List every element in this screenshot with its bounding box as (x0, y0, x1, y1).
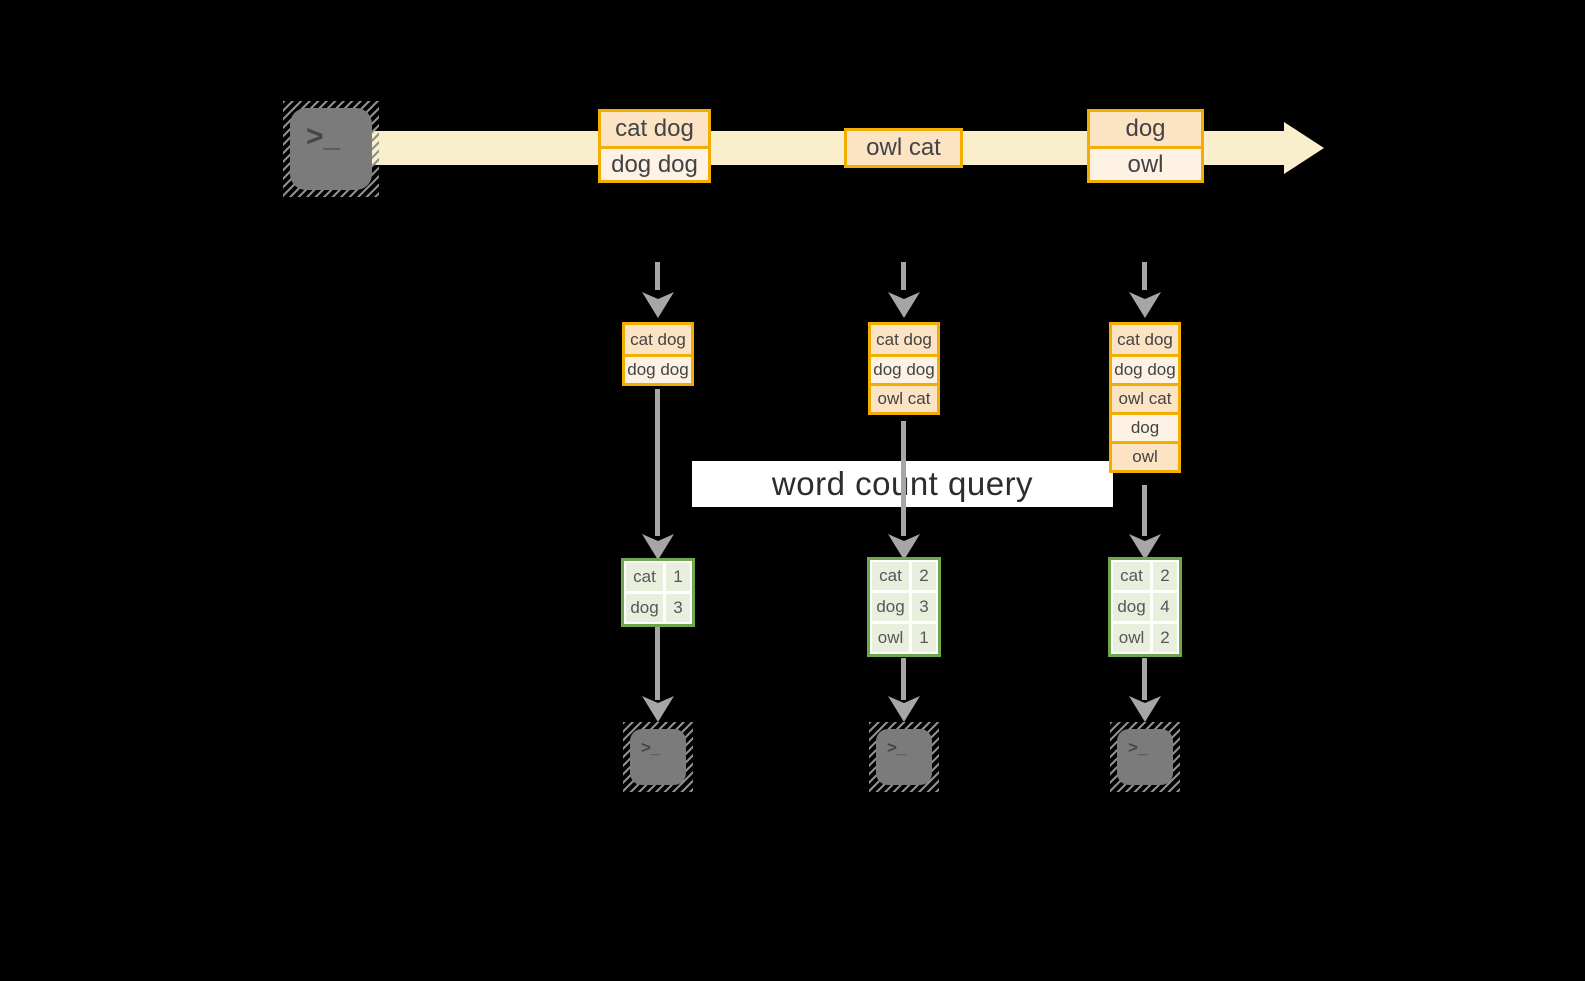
terminal-prompt-icon: >_ (1128, 738, 1148, 757)
word-cell: owl (872, 624, 909, 652)
state-row: owl cat (1112, 383, 1178, 412)
word-cell: cat (626, 563, 663, 591)
output-arrow-2 (901, 658, 906, 700)
word-cell: dog (872, 593, 909, 621)
output-terminal-icon-3: >_ (1110, 722, 1180, 792)
word-cell: cat (872, 562, 909, 590)
dashed-arrow-3 (1142, 262, 1147, 290)
query-arrow-1 (655, 389, 660, 536)
state-row: cat dog (625, 325, 691, 354)
state-row: owl cat (871, 383, 937, 412)
state-row: dog dog (625, 354, 691, 383)
word-cell: dog (1113, 593, 1150, 621)
terminal-body: >_ (1117, 729, 1173, 785)
count-cell: 3 (912, 593, 936, 621)
dashed-arrow-2 (901, 262, 906, 290)
arrowhead-icon (1129, 292, 1161, 318)
result-table-3: cat 2 dog 4 owl 2 (1108, 557, 1182, 657)
arrowhead-icon (642, 534, 674, 560)
batch-line: dog dog (601, 146, 708, 180)
state-table-2: cat dog dog dog owl cat (868, 322, 940, 415)
terminal-prompt-icon: >_ (641, 738, 661, 757)
arrowhead-icon (888, 292, 920, 318)
input-stream-arrowhead-icon (1284, 122, 1324, 174)
stream-batch-2: owl cat (844, 128, 963, 168)
stream-batch-1: cat dog dog dog (598, 109, 711, 183)
arrowhead-icon (1129, 534, 1161, 560)
count-cell: 1 (912, 624, 936, 652)
terminal-body: >_ (290, 108, 372, 190)
arrowhead-icon (642, 696, 674, 722)
output-arrow-1 (655, 627, 660, 700)
output-arrow-3 (1142, 658, 1147, 700)
state-row: dog dog (871, 354, 937, 383)
word-cell: cat (1113, 562, 1150, 590)
count-cell: 2 (912, 562, 936, 590)
terminal-prompt-icon: >_ (306, 120, 341, 153)
result-table-2: cat 2 dog 3 owl 1 (867, 557, 941, 657)
word-cell: dog (626, 594, 663, 622)
count-cell: 3 (666, 594, 690, 622)
count-cell: 2 (1153, 562, 1177, 590)
batch-line: owl (1090, 146, 1201, 180)
arrowhead-icon (1129, 696, 1161, 722)
state-row: dog dog (1112, 354, 1178, 383)
result-table-1: cat 1 dog 3 (621, 558, 695, 627)
batch-line: cat dog (601, 112, 708, 146)
terminal-prompt-icon: >_ (887, 738, 907, 757)
state-row: cat dog (871, 325, 937, 354)
batch-line: owl cat (847, 131, 960, 165)
state-table-3: cat dog dog dog owl cat dog owl (1109, 322, 1181, 473)
output-terminal-icon-2: >_ (869, 722, 939, 792)
count-cell: 1 (666, 563, 690, 591)
state-table-1: cat dog dog dog (622, 322, 694, 386)
arrowhead-icon (888, 696, 920, 722)
arrowhead-icon (642, 292, 674, 318)
stream-batch-3: dog owl (1087, 109, 1204, 183)
terminal-body: >_ (630, 729, 686, 785)
word-cell: owl (1113, 624, 1150, 652)
count-cell: 2 (1153, 624, 1177, 652)
source-terminal-icon: >_ (283, 101, 379, 197)
query-arrow-2 (901, 421, 906, 536)
arrowhead-icon (888, 534, 920, 560)
terminal-body: >_ (876, 729, 932, 785)
batch-line: dog (1090, 112, 1201, 146)
count-cell: 4 (1153, 593, 1177, 621)
state-row: owl (1112, 441, 1178, 470)
state-row: cat dog (1112, 325, 1178, 354)
state-row: dog (1112, 412, 1178, 441)
output-terminal-icon-1: >_ (623, 722, 693, 792)
query-arrow-3 (1142, 485, 1147, 536)
dashed-arrow-1 (655, 262, 660, 290)
